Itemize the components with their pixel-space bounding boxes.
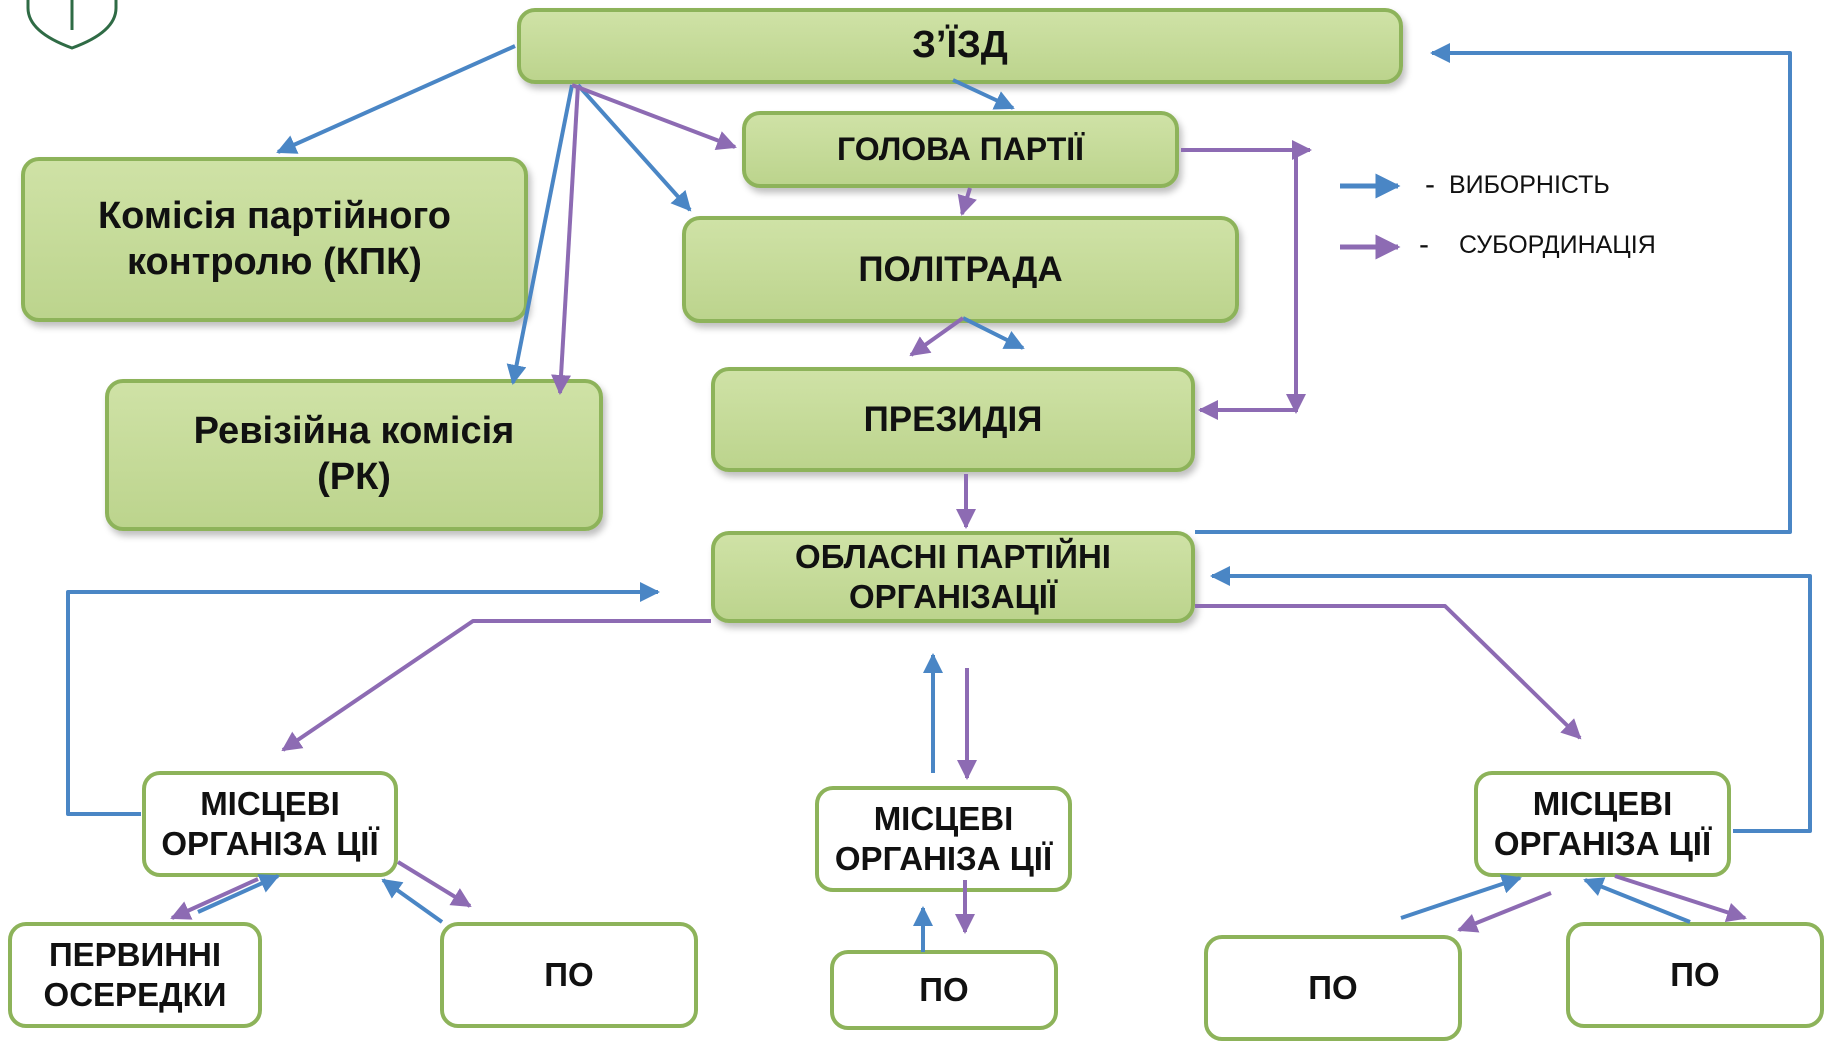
arrow-regional-to-local-left <box>281 619 711 752</box>
legend-election: - ВИБОРНІСТЬ <box>1425 168 1610 202</box>
arrow-po-right-a-to-local-right <box>1400 874 1522 920</box>
local-orgs-right-box: МІСЦЕВІ ОРГАНІЗА ЦІЇ <box>1474 771 1731 877</box>
legend-subordination-label: СУБОРДИНАЦІЯ <box>1459 230 1656 259</box>
arrow-congress-to-head-sub <box>571 83 737 150</box>
arrow-congress-to-council <box>576 83 692 212</box>
audit-commission-box: Ревізійна комісія (РК) <box>105 379 603 531</box>
arrow-local-right-to-po-a <box>1457 891 1552 933</box>
local-orgs-left-box: МІСЦЕВІ ОРГАНІЗА ЦІЇ <box>142 771 398 877</box>
arrow-head-to-council <box>957 187 977 216</box>
congress-box: З’ЇЗД <box>517 8 1403 84</box>
political-council-box: ПОЛІТРАДА <box>682 216 1239 323</box>
po-right-a-box: ПО <box>1204 935 1462 1041</box>
regional-orgs-box: ОБЛАСНІ ПАРТІЙНІ ОРГАНІЗАЦІЇ <box>711 531 1195 623</box>
arrow-local-left-to-primary <box>170 877 259 920</box>
po-right-b-box: ПО <box>1566 922 1824 1028</box>
election-legend-arrow-icon <box>1340 173 1401 199</box>
legend-subordination-dash: - <box>1419 228 1429 261</box>
po-left-box: ПО <box>440 922 698 1028</box>
arrow-local-right-to-po-b <box>1614 874 1747 922</box>
po-center-box: ПО <box>830 950 1058 1030</box>
arrow-council-to-presidium-sub <box>909 316 965 357</box>
arrow-primary-to-local-left <box>197 874 280 914</box>
presidium-box: ПРЕЗИДІЯ <box>711 367 1195 472</box>
subordination-legend-arrow-icon <box>1340 234 1401 260</box>
shield-logo-icon <box>26 0 118 50</box>
arrow-po-left-to-local-left <box>381 878 444 924</box>
legend-subordination: - СУБОРДИНАЦІЯ <box>1419 228 1656 262</box>
arrow-congress-to-audit-sub <box>551 84 580 395</box>
legend-election-label: ВИБОРНІСТЬ <box>1449 170 1610 199</box>
party-head-box: ГОЛОВА ПАРТІЇ <box>742 111 1179 188</box>
arrow-local-left-to-po <box>396 860 472 908</box>
primary-cells-box: ПЕРВИННІ ОСЕРЕДКИ <box>8 922 262 1028</box>
local-orgs-center-box: МІСЦЕВІ ОРГАНІЗА ЦІЇ <box>815 786 1072 892</box>
control-commission-box: Комісія партійного контролю (КПК) <box>21 157 528 322</box>
arrow-po-right-b-to-local-right <box>1583 877 1691 924</box>
legend-election-dash: - <box>1425 168 1435 201</box>
arrow-regional-to-congress <box>1195 43 1792 534</box>
arrow-regional-to-local-right <box>1195 604 1582 740</box>
arrow-congress-to-head <box>952 78 1015 110</box>
arrow-congress-to-control <box>276 44 516 154</box>
